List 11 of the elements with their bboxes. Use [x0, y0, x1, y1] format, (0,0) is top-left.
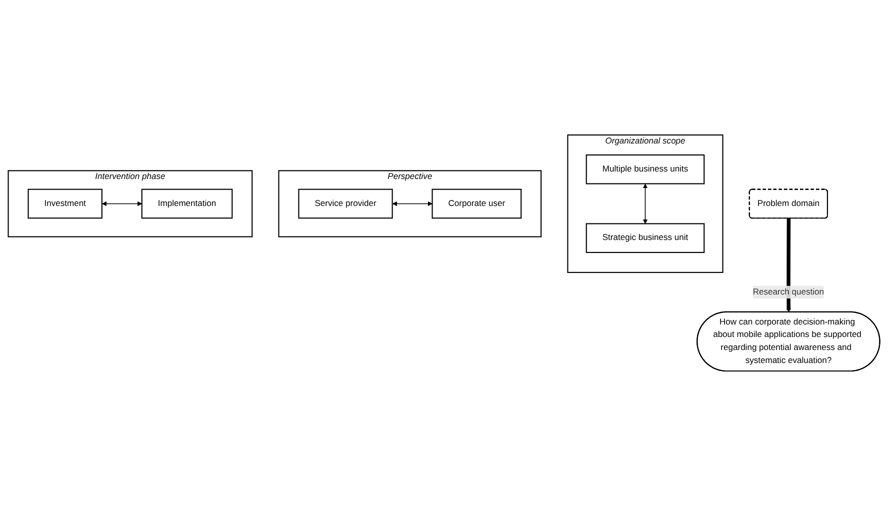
node-box: Implementation	[141, 188, 233, 218]
edge-label: Research question	[752, 286, 824, 296]
arrow	[102, 200, 142, 206]
node-box: Strategic business unit	[586, 222, 705, 252]
arrow	[642, 183, 648, 224]
arrow	[786, 218, 791, 312]
node-box: Investment	[28, 188, 102, 218]
node-box: Corporate user	[432, 188, 522, 218]
node-box: Multiple business units	[586, 154, 705, 184]
node-box: Service provider	[298, 188, 393, 218]
arrow	[392, 200, 432, 206]
